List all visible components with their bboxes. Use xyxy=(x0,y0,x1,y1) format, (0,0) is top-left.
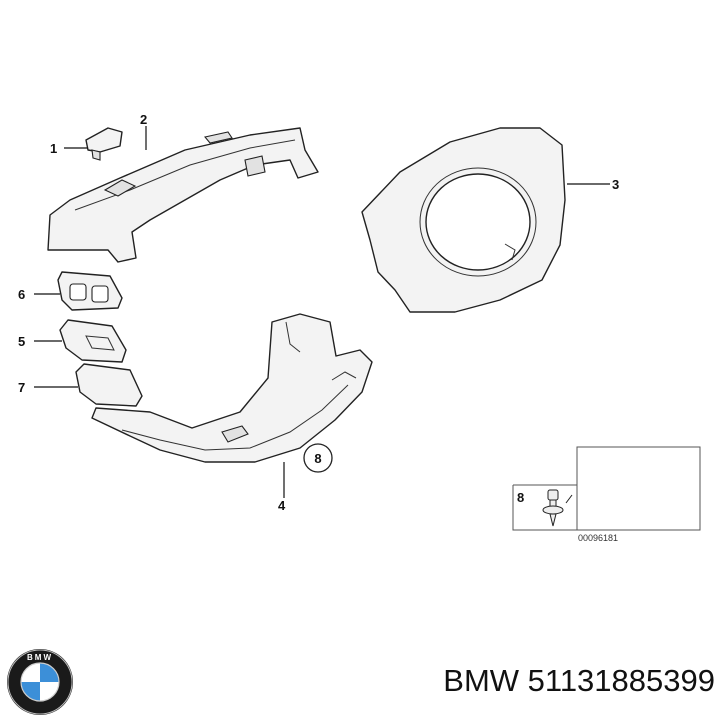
callout-7: 7 xyxy=(18,380,25,395)
diagram-code: 00096181 xyxy=(578,533,618,543)
callout-1: 1 xyxy=(50,141,57,156)
callout-6: 6 xyxy=(18,287,25,302)
callout-8-inset: 8 xyxy=(517,490,524,505)
bmw-logo: BMW xyxy=(7,649,73,715)
callout-5: 5 xyxy=(18,334,25,349)
part-6-switch-panel xyxy=(57,271,123,311)
part-4-lower-trim xyxy=(91,313,373,463)
callout-3: 3 xyxy=(612,177,619,192)
part-2-upper-trim xyxy=(47,127,319,263)
fastener-clip xyxy=(542,489,573,527)
callout-8-circled-text: 8 xyxy=(314,451,321,466)
leader-lines xyxy=(34,126,610,498)
part-7-blank-panel xyxy=(75,363,143,407)
part-3-cluster-ring xyxy=(361,127,566,313)
part-number: BMW 51131885399 xyxy=(443,663,715,698)
inset-box: 8 00096181 xyxy=(512,446,701,543)
callout-4: 4 xyxy=(278,498,286,513)
part-1-cap xyxy=(85,127,123,161)
part-5-cover xyxy=(59,319,127,363)
callout-8-circled: 8 xyxy=(303,443,333,473)
logo-text: BMW xyxy=(27,653,53,662)
callout-2: 2 xyxy=(140,112,147,127)
